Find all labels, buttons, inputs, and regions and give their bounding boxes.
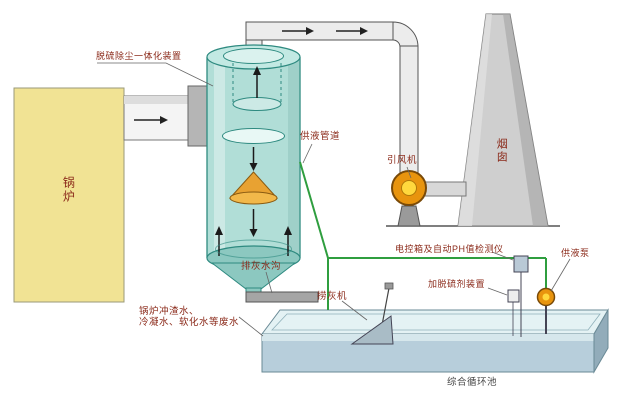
duct-flow-arrow: [134, 116, 168, 124]
label-ash-drain: 排灰水沟: [241, 261, 282, 272]
label-fan: 引风机: [387, 155, 418, 166]
label-chimney: 烟囱: [495, 138, 508, 164]
ash-drain-channel: [245, 291, 319, 303]
label-control-box: 电控箱及自动PH值检测仪: [395, 244, 504, 254]
label-boiler: 锅炉: [61, 176, 76, 204]
flow-arrow-down-1: [249, 147, 258, 171]
boiler-body: [13, 87, 125, 303]
ph-control-box: [513, 255, 529, 337]
flow-arrow-right-1: [282, 27, 314, 35]
spray-cone: [228, 171, 279, 205]
label-supply-pump: 供液泵: [561, 248, 590, 258]
label-ash-dredger: 捞灰机: [317, 291, 348, 302]
chimney: [457, 13, 549, 227]
ash-dredger: [350, 282, 394, 345]
label-wastewater: 锅炉冲渣水、 冷凝水、软化水等废水: [139, 306, 239, 329]
leader-lines: [97, 62, 571, 337]
label-pool: 综合循环池: [447, 377, 498, 388]
scrubber-tower: [206, 44, 301, 299]
label-desulfurization-unit: 脱硫除尘一体化装置: [96, 51, 182, 61]
label-wastewater-line2: 冷凝水、软化水等废水: [139, 317, 240, 329]
flow-arrow-down-2: [249, 209, 258, 237]
flow-arrow-right-2: [336, 27, 368, 35]
distributor-plate: [222, 128, 285, 144]
label-wastewater-line1: 锅炉冲渣水、: [139, 306, 200, 317]
induced-draft-fan: [391, 170, 427, 227]
flue-gas-pipe: [245, 21, 419, 174]
dosing-device: [507, 289, 520, 336]
liquid-supply-pipeline: [299, 161, 547, 310]
flow-arrow-up-center: [253, 66, 261, 98]
supply-pump: [536, 287, 556, 334]
tower-lower-plate: [215, 239, 292, 259]
inlet-duct: [123, 85, 208, 147]
duct-flange: [187, 85, 208, 147]
label-supply-pipe: 供液管道: [300, 131, 341, 142]
fan-outlet-duct: [423, 181, 467, 197]
circulation-pool: [261, 308, 609, 374]
label-dosing-device: 加脱硫剂装置: [428, 279, 486, 289]
